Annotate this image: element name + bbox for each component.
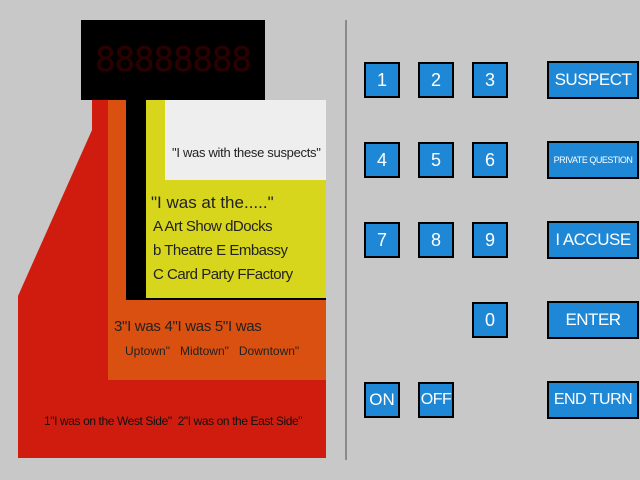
key-4[interactable]: 4: [364, 142, 400, 178]
place-code-e: E: [216, 242, 226, 259]
town-label-top: 3"I was 4"I was 5"I was: [114, 318, 262, 335]
place-embassy: Embassy: [229, 242, 288, 259]
key-0[interactable]: 0: [472, 302, 508, 338]
place-theatre: Theatre: [164, 242, 213, 259]
enter-button[interactable]: ENTER: [547, 301, 639, 339]
key-6[interactable]: 6: [472, 142, 508, 178]
town-label-bottom: Uptown" Midtown" Downtown": [125, 344, 300, 358]
place-art-show: Art Show: [164, 218, 222, 235]
key-1[interactable]: 1: [364, 62, 400, 98]
panel-divider: [345, 20, 347, 460]
location-heading: "I was at the.....": [151, 193, 274, 212]
place-code-d: d: [225, 218, 233, 235]
suspect-button[interactable]: SUSPECT: [547, 61, 639, 99]
key-3[interactable]: 3: [472, 62, 508, 98]
place-card-party: Card Party: [167, 266, 234, 283]
side-label: 1"I was on the West Side" 2"I was on the…: [44, 414, 303, 428]
suspects-region: [165, 100, 326, 180]
accuse-button[interactable]: I ACCUSE: [547, 221, 639, 259]
key-5[interactable]: 5: [418, 142, 454, 178]
location-row-1: A Art Show dDocks: [153, 218, 273, 235]
lcd-display: 88888888: [81, 20, 265, 100]
key-9[interactable]: 9: [472, 222, 508, 258]
key-2[interactable]: 2: [418, 62, 454, 98]
game-board: [18, 100, 326, 458]
on-button[interactable]: ON: [364, 382, 400, 418]
private-question-button[interactable]: PRIVATE QUESTION: [547, 141, 639, 179]
key-8[interactable]: 8: [418, 222, 454, 258]
place-code-c: C: [153, 266, 164, 283]
location-row-2: b Theatre E Embassy: [153, 243, 288, 258]
lcd-digits: 88888888: [95, 40, 252, 80]
place-factory: Factory: [246, 266, 293, 283]
location-row-3: C Card Party FFactory: [153, 267, 293, 282]
key-7[interactable]: 7: [364, 222, 400, 258]
off-button[interactable]: OFF: [418, 382, 454, 418]
end-turn-button[interactable]: END TURN: [547, 381, 639, 419]
suspects-label: "I was with these suspects": [172, 145, 321, 160]
place-docks: Docks: [232, 218, 273, 235]
place-code-f: F: [237, 266, 247, 283]
place-code-b: b: [153, 242, 161, 259]
place-code-a: A: [153, 218, 162, 235]
